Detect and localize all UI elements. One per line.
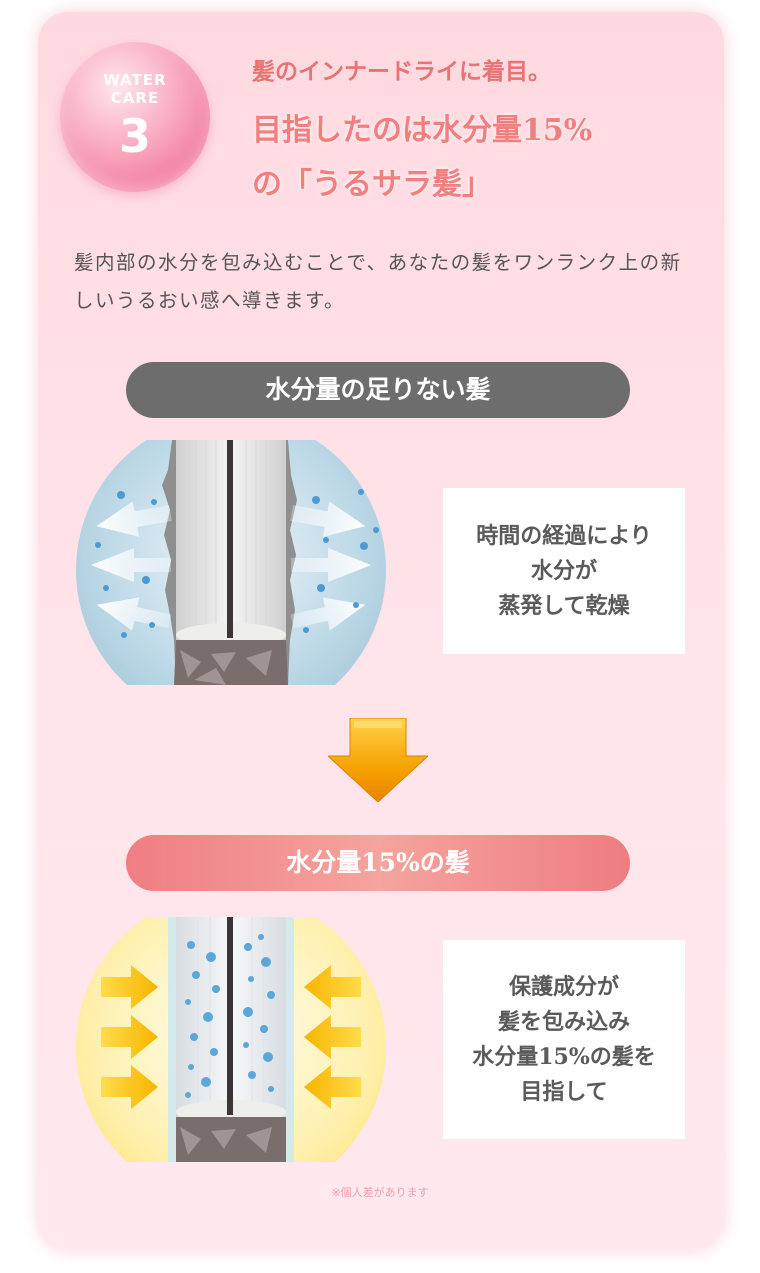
moist-hair-label: 水分量15%の髪: [126, 835, 630, 891]
dry-hair-label: 水分量の足りない髪: [126, 362, 630, 418]
info-line: 蒸発して乾燥: [498, 592, 630, 619]
info-line: 水分量15%の髪を: [472, 1043, 656, 1070]
moist-hair-info-box: 保護成分が 髪を包み込み 水分量15%の髪を 目指して: [443, 940, 685, 1139]
badge-line1: WATER: [103, 71, 167, 89]
info-line: 時間の経過により: [476, 522, 652, 549]
dry-hair-illustration: [76, 440, 386, 685]
footnote: ※個人差があります: [331, 1186, 429, 1199]
main-heading-line1: 目指したのは水分量15%: [252, 113, 593, 148]
moist-hair-illustration: [76, 917, 386, 1162]
info-line: 目指して: [520, 1078, 608, 1105]
description-text: 髪内部の水分を包み込むことで、あなたの髪をワンランク上の新しいうるおい感へ導きま…: [74, 251, 682, 312]
info-line: 水分が: [530, 557, 597, 584]
info-line: 保護成分が: [508, 973, 619, 1000]
main-heading-line2: の「うるサラ髪」: [252, 167, 492, 202]
info-line: 髪を包み込み: [497, 1008, 630, 1035]
badge-number: 3: [118, 109, 151, 163]
sub-heading: 髪のインナードライに着目。: [252, 58, 551, 85]
water-care-badge: WATER CARE 3: [60, 42, 210, 192]
down-arrow-icon: [328, 718, 428, 802]
dry-hair-info-box: 時間の経過により 水分が 蒸発して乾燥: [443, 488, 685, 654]
main-heading: 目指したのは水分量15% の「うるサラ髪」: [252, 104, 592, 212]
badge-line2: CARE: [110, 89, 160, 107]
